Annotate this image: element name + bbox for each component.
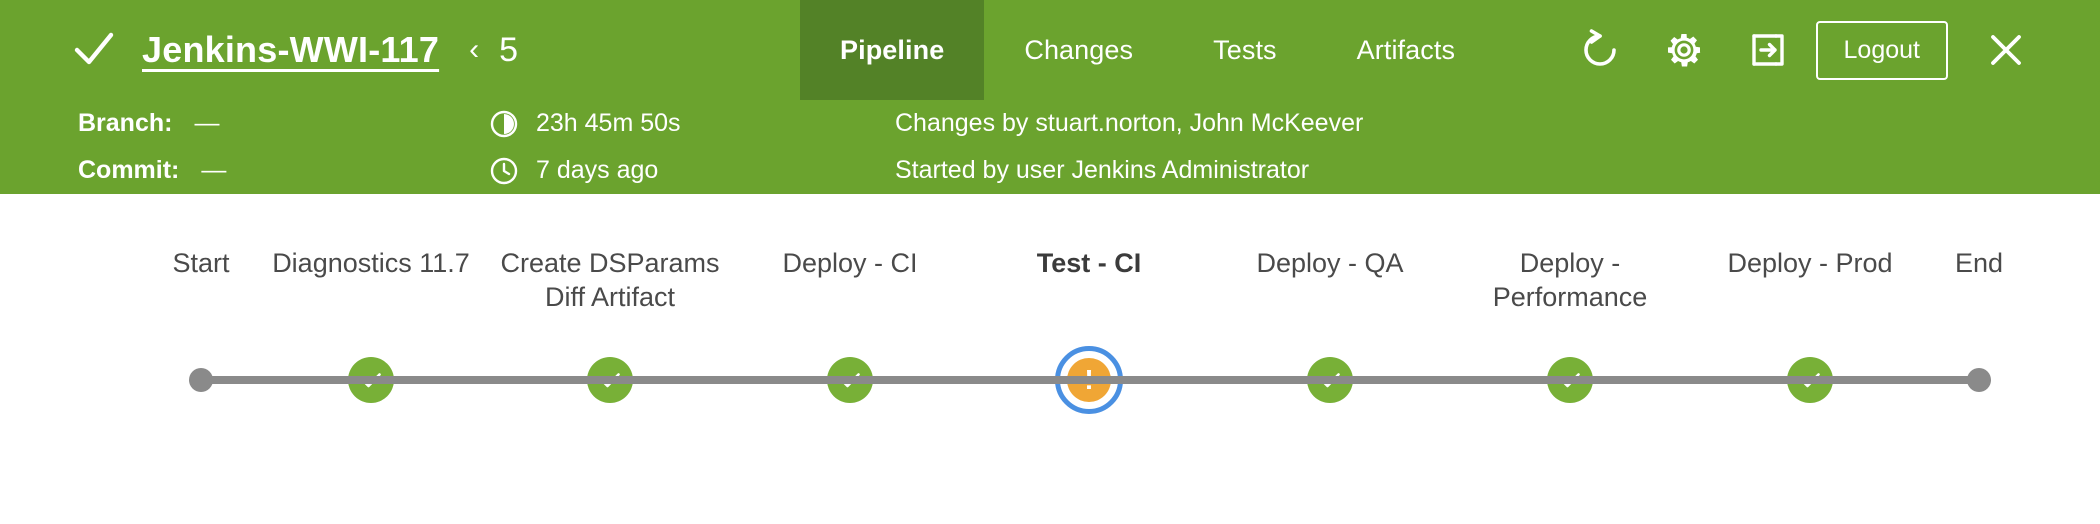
- gear-icon[interactable]: [1642, 8, 1726, 92]
- stage-label[interactable]: Deploy - Performance: [1492, 248, 1648, 312]
- duration-row: 23h 45m 50s: [490, 100, 681, 147]
- header-actions: Logout: [1558, 0, 2100, 100]
- clock-icon: [490, 157, 518, 185]
- branch-row: Branch: —: [78, 100, 226, 147]
- commit-label: Commit:: [78, 156, 180, 184]
- tab-tests[interactable]: Tests: [1173, 0, 1317, 100]
- started-by-text: Started by user Jenkins Administrator: [895, 156, 1310, 184]
- run-people-column: Changes by stuart.norton, John McKeever …: [895, 100, 1363, 194]
- run-title-link[interactable]: Jenkins-WWI-117: [142, 29, 440, 70]
- time-row: 7 days ago: [490, 147, 681, 194]
- pipeline-rail: [201, 376, 1979, 384]
- commit-value: —: [201, 156, 227, 184]
- main-tabs: Pipeline Changes Tests Artifacts: [800, 0, 1495, 100]
- tab-pipeline[interactable]: Pipeline: [800, 0, 985, 100]
- stage-label[interactable]: Deploy - Prod: [1727, 248, 1893, 278]
- branch-label: Branch:: [78, 109, 173, 137]
- run-title-zone: Jenkins-WWI-117 ‹ 5: [0, 0, 800, 100]
- changes-by-text: Changes by stuart.norton, John McKeever: [895, 109, 1364, 137]
- changes-by-row: Changes by stuart.norton, John McKeever: [895, 100, 1363, 147]
- run-meta-column: Branch: — Commit: —: [78, 100, 226, 194]
- stage-label[interactable]: Deploy - QA: [1256, 248, 1404, 278]
- tab-tests-label: Tests: [1213, 34, 1277, 65]
- pipeline-stage[interactable]: Test - CI!: [959, 194, 1219, 414]
- stage-label[interactable]: Test - CI: [1036, 248, 1142, 278]
- pipeline-stage[interactable]: Start: [71, 194, 331, 392]
- exit-arrow-icon[interactable]: [1726, 8, 1810, 92]
- pipeline-stage[interactable]: Diagnostics 11.7: [241, 194, 501, 403]
- check-icon: [72, 28, 116, 72]
- commit-row: Commit: —: [78, 147, 226, 194]
- stage-label[interactable]: Create DSParams Diff Artifact: [500, 248, 720, 312]
- run-timing-column: 23h 45m 50s 7 days ago: [490, 100, 681, 194]
- duration-value: 23h 45m 50s: [536, 109, 681, 137]
- tab-artifacts[interactable]: Artifacts: [1317, 0, 1495, 100]
- run-info-bar: Branch: — Commit: — 23h 45m 50s: [0, 100, 2100, 194]
- previous-run-chevron-icon[interactable]: ‹: [469, 33, 480, 66]
- logout-button[interactable]: Logout: [1815, 20, 1948, 80]
- stage-label[interactable]: Start: [172, 248, 230, 278]
- stage-label[interactable]: Diagnostics 11.7: [272, 248, 470, 278]
- top-header-bar: Jenkins-WWI-117 ‹ 5 Pipeline Changes Tes…: [0, 0, 2100, 100]
- pipeline-stage[interactable]: Deploy - Performance: [1440, 194, 1700, 403]
- pipeline-stage[interactable]: Deploy - QA: [1200, 194, 1460, 403]
- tab-pipeline-label: Pipeline: [840, 34, 945, 65]
- pipeline-stage[interactable]: End: [1849, 194, 2100, 392]
- close-icon[interactable]: [1964, 8, 2048, 92]
- started-by-row: Started by user Jenkins Administrator: [895, 147, 1363, 194]
- pipeline-stage[interactable]: Deploy - CI: [720, 194, 980, 403]
- time-value: 7 days ago: [536, 156, 659, 184]
- run-number: 5: [499, 30, 519, 69]
- duration-icon: [490, 110, 518, 138]
- pipeline-graph: Start Diagnostics 11.7 Create DSParams Dif…: [0, 194, 2100, 524]
- stage-label[interactable]: Deploy - CI: [782, 248, 918, 278]
- pipeline-stage[interactable]: Create DSParams Diff Artifact: [480, 194, 740, 403]
- stage-label[interactable]: End: [1954, 248, 2004, 278]
- tab-artifacts-label: Artifacts: [1356, 34, 1456, 65]
- branch-value: —: [194, 109, 220, 137]
- replay-icon[interactable]: [1558, 8, 1642, 92]
- tab-changes-label: Changes: [1024, 34, 1134, 65]
- tab-changes[interactable]: Changes: [984, 0, 1173, 100]
